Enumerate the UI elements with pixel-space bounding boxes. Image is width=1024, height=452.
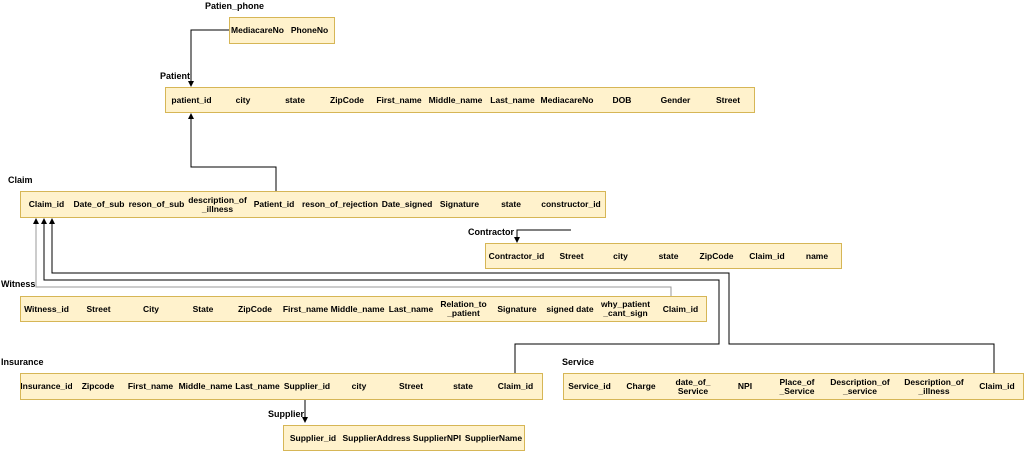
field-claim-id[interactable]: Claim_id (741, 243, 794, 269)
field-mediacareno[interactable]: MediacareNo (229, 17, 286, 44)
field-supplier-id[interactable]: Supplier_id (281, 373, 334, 400)
field-claim-id[interactable]: Claim_id (20, 191, 73, 218)
field-city[interactable]: City (125, 296, 178, 322)
connector-insurance-to-claim (41, 218, 720, 373)
field-dob[interactable]: DOB (595, 87, 650, 113)
table-title-patient: Patient (160, 71, 191, 81)
field-claim-id[interactable]: Claim_id (655, 296, 707, 322)
field-first-name[interactable]: First_name (124, 373, 178, 400)
field-charge[interactable]: Charge (615, 373, 668, 400)
field-zipcode[interactable]: ZipCode (321, 87, 374, 113)
table-title-witness: Witness (1, 279, 36, 289)
field-last-name[interactable]: Last_name (234, 373, 282, 400)
field-contractor-id[interactable]: Contractor_id (485, 243, 548, 269)
connector-phone-to-patient (188, 29, 229, 87)
field-date-of-service[interactable]: date_of_ Service (667, 373, 720, 400)
field-description-of-illness[interactable]: description_of _illness (187, 191, 249, 218)
connector-claim-to-patient (188, 113, 277, 191)
table-title-supplier: Supplier (268, 409, 305, 419)
field-claim-id[interactable]: Claim_id (489, 373, 543, 400)
table-title-contractor: Contractor (468, 227, 515, 237)
field-supplier-npi[interactable]: SupplierNPI (411, 425, 464, 451)
field-supplier-name[interactable]: SupplierName (463, 425, 525, 451)
field-middle-name[interactable]: Middle_name (330, 296, 386, 322)
field-date-signed[interactable]: Date_signed (380, 191, 435, 218)
table-title-service: Service (562, 357, 595, 367)
field-middle-name[interactable]: Middle_name (177, 373, 235, 400)
field-gender[interactable]: Gender (649, 87, 703, 113)
field-last-name[interactable]: Last_name (486, 87, 540, 113)
field-zipcode[interactable]: ZipCode (229, 296, 282, 322)
field-city[interactable]: city (333, 373, 386, 400)
field-state[interactable]: state (485, 191, 538, 218)
field-patient-id[interactable]: Patient_id (248, 191, 301, 218)
field-description-of-service[interactable]: Description_of _service (823, 373, 898, 400)
field-supplier-id[interactable]: Supplier_id (283, 425, 343, 451)
field-first-name[interactable]: First_name (373, 87, 426, 113)
field-patient-id[interactable]: patient_id (165, 87, 218, 113)
field-first-name[interactable]: First_name (281, 296, 331, 322)
table-title-patien-phone: Patien_phone (205, 1, 265, 11)
field-street[interactable]: Street (702, 87, 755, 113)
field-supplier-address[interactable]: SupplierAddress (342, 425, 412, 451)
field-state[interactable]: state (269, 87, 322, 113)
field-zipcode[interactable]: ZipCode (692, 243, 742, 269)
field-middle-name[interactable]: Middle_name (425, 87, 487, 113)
field-state[interactable]: state (437, 373, 490, 400)
field-why-patient-cant-sign[interactable]: why_patient _cant_sign (596, 296, 656, 322)
field-relation-to-patient[interactable]: Relation_to _patient (437, 296, 491, 322)
connector-to-contractor (514, 229, 571, 243)
field-npi[interactable]: NPI (719, 373, 772, 400)
table-title-claim: Claim (8, 175, 33, 185)
field-service-id[interactable]: Service_id (563, 373, 616, 400)
field-reson-of-sub[interactable]: reson_of_sub (126, 191, 188, 218)
connector-witness-to-claim (33, 218, 672, 296)
field-city[interactable]: city (217, 87, 270, 113)
field-description-of-illness[interactable]: Description_of _illness (897, 373, 972, 400)
field-street[interactable]: Street (72, 296, 126, 322)
field-state[interactable]: State (177, 296, 230, 322)
field-name[interactable]: name (793, 243, 842, 269)
field-reson-of-rejection[interactable]: reson_of_rejection (300, 191, 381, 218)
field-signature[interactable]: Signature (434, 191, 486, 218)
field-phoneno[interactable]: PhoneNo (285, 17, 335, 44)
connector-service-to-claim (49, 218, 995, 373)
field-signed-date[interactable]: signed date (544, 296, 597, 322)
table-title-insurance: Insurance (1, 357, 44, 367)
field-signature[interactable]: Signature (490, 296, 545, 322)
field-insurance-id[interactable]: Insurance_id (20, 373, 73, 400)
field-place-of-service[interactable]: Place_of _Service (771, 373, 824, 400)
field-street[interactable]: Street (385, 373, 438, 400)
field-street[interactable]: Street (547, 243, 597, 269)
field-claim-id[interactable]: Claim_id (971, 373, 1024, 400)
field-date-of-sub[interactable]: Date_of_sub (72, 191, 127, 218)
field-last-name[interactable]: Last_name (385, 296, 438, 322)
field-state[interactable]: state (645, 243, 693, 269)
field-zipcode[interactable]: Zipcode (72, 373, 125, 400)
field-city[interactable]: city (596, 243, 646, 269)
field-witness-id[interactable]: Witness_id (20, 296, 73, 322)
field-constructor-id[interactable]: constructor_id (537, 191, 606, 218)
field-mediacareno[interactable]: MediacareNo (539, 87, 596, 113)
